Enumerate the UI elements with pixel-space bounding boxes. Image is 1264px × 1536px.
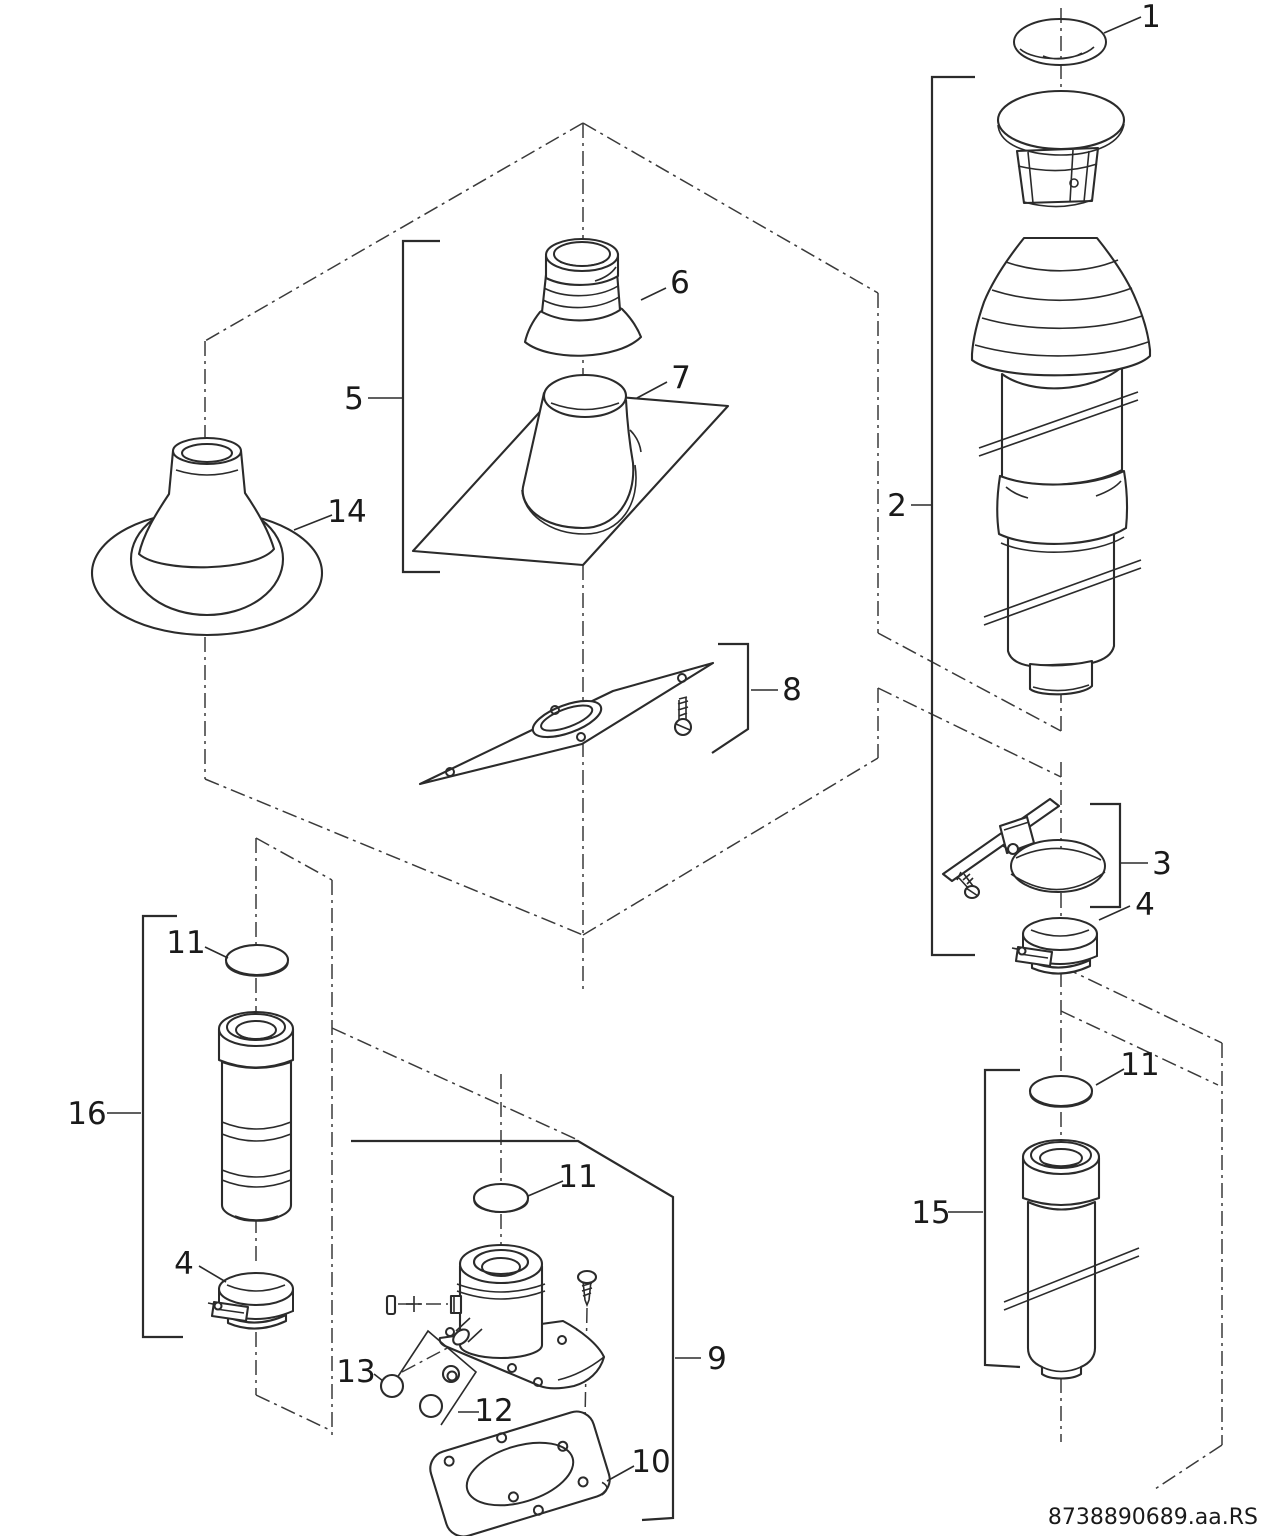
callout-7-label: 7 [671, 360, 691, 396]
part-1-terminal-cap [1013, 18, 1107, 66]
part-13-plug [379, 1373, 405, 1399]
callout-14-label: 14 [327, 494, 366, 530]
callout-15-label: 15 [911, 1195, 950, 1231]
part-2-flue-terminal [970, 89, 1152, 696]
part-3-support-collar [941, 797, 1106, 900]
callout-4-right-label: 4 [1135, 887, 1155, 923]
callout-3-label: 3 [1152, 846, 1172, 882]
part-6-storm-collar [523, 237, 643, 357]
part-11-seal-ring-center [472, 1182, 530, 1214]
part-12-plug-set [392, 1329, 478, 1426]
callout-9-label: 9 [707, 1341, 727, 1377]
callout-1-label: 1 [1141, 0, 1161, 35]
part-4-clamp-right [1010, 916, 1099, 975]
part-16-adjustable-pipe [217, 1010, 295, 1222]
callout-11-right-label: 11 [1120, 1047, 1159, 1083]
callout-10-label: 10 [631, 1444, 670, 1480]
callout-8-label: 8 [782, 672, 802, 708]
part-4-clamp-left [206, 1271, 295, 1330]
callout-6-label: 6 [670, 265, 690, 301]
part-8-cover-plate [418, 661, 715, 786]
callout-13-label: 13 [336, 1354, 375, 1390]
callout-2-label: 2 [887, 488, 907, 524]
part-14-flat-roof-flashing [90, 436, 324, 637]
callout-labels: 1 2 3 4 4 5 6 7 8 9 10 11 11 11 12 13 14… [67, 0, 1172, 1480]
callout-leaders [107, 16, 1148, 1482]
callout-5-label: 5 [344, 381, 364, 417]
part-7-pitched-roof-flashing [411, 373, 730, 567]
part-11-seal-ring-left [224, 943, 290, 977]
callout-brackets [141, 75, 1122, 1522]
callout-11-left-label: 11 [166, 925, 205, 961]
part-3-screw [956, 870, 981, 900]
drawing-code: 8738890689.aa.RS [1048, 1505, 1258, 1530]
part-11-seal-ring-right [1028, 1074, 1094, 1108]
callout-4-left-label: 4 [174, 1246, 194, 1282]
part-9-screw [576, 1269, 598, 1308]
part-15-extension-pipe [1003, 1138, 1140, 1380]
callout-11-center-label: 11 [558, 1159, 597, 1195]
callout-16-label: 16 [67, 1096, 106, 1132]
callout-12-label: 12 [474, 1393, 513, 1429]
part-8-screw [673, 696, 693, 737]
part-10-gasket [429, 1410, 611, 1536]
part-9-wall-adapter [379, 1243, 606, 1426]
